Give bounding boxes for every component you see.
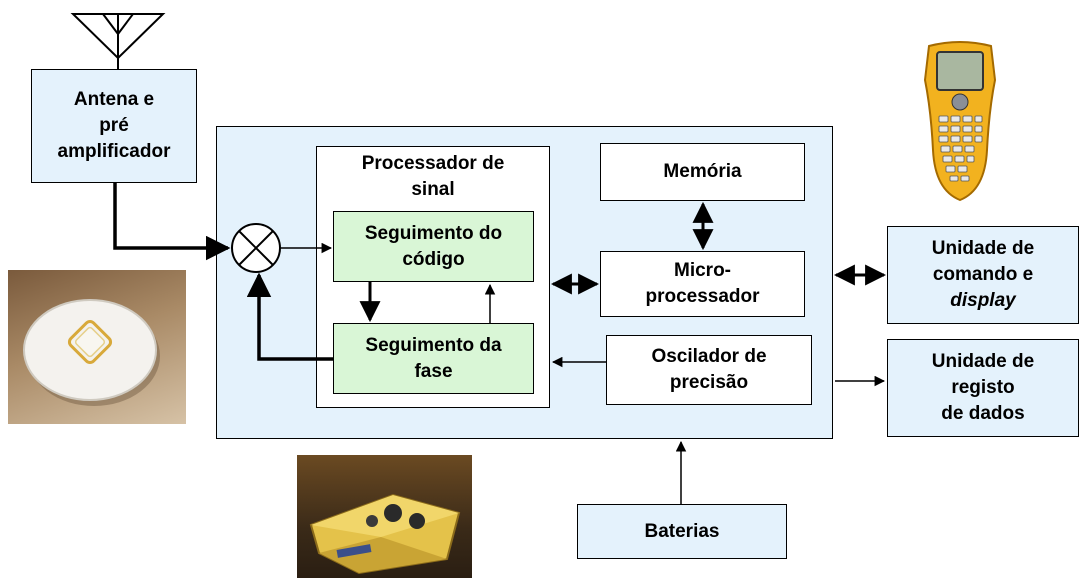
code-tracking-line-2: código: [402, 248, 465, 270]
oscillator-line-1: Oscilador de: [651, 346, 767, 367]
memory-label: Memória: [663, 161, 742, 182]
phase-tracking-line-2: fase: [414, 360, 453, 382]
antenna-line-3: amplificador: [57, 141, 171, 162]
phase-tracking-block: Seguimento da fase: [333, 323, 534, 394]
data-logger-line-1: Unidade de: [931, 351, 1035, 372]
handheld-controller-photo: [919, 40, 1001, 206]
processor-title-line-1: Processador de: [361, 153, 505, 174]
control-unit-line-1: Unidade de: [931, 238, 1035, 259]
processor-title-line-2: sinal: [411, 179, 455, 200]
microprocessor-line-2: processador: [645, 286, 760, 307]
microprocessor-line-1: Micro-: [674, 260, 731, 281]
data-logger-line-3: de dados: [941, 403, 1025, 424]
memory-block: Memória: [600, 143, 805, 201]
phase-feedback-arrow: [246, 272, 333, 361]
receiver-unit-photo: [297, 455, 472, 578]
antenna-line-1: Antena e: [73, 89, 155, 110]
oscillator-block: Oscilador de precisão: [606, 335, 812, 405]
batteries-label: Baterias: [644, 520, 720, 542]
phase-tracking-line-1: Seguimento da: [365, 334, 502, 356]
code-tracking-block: Seguimento do código: [333, 211, 534, 282]
control-unit-line-3: display: [950, 290, 1016, 311]
oscillator-line-2: precisão: [669, 372, 749, 393]
antenna-symbol-icon: [70, 13, 166, 69]
data-logger-block: Unidade de registo de dados: [887, 339, 1079, 437]
control-unit-line-2: comando e: [932, 264, 1034, 285]
antenna-disc-photo: [8, 270, 186, 424]
control-display-unit-block: Unidade de comando e display: [887, 226, 1079, 324]
batteries-block: Baterias: [577, 504, 787, 559]
antenna-to-mixer-line: [113, 183, 231, 261]
antenna-preamplifier-block: Antena e pré amplificador: [31, 69, 197, 183]
code-tracking-line-1: Seguimento do: [364, 222, 503, 244]
microprocessor-block: Micro- processador: [600, 251, 805, 317]
mixer-icon: [231, 223, 281, 273]
data-logger-line-2: registo: [951, 377, 1015, 398]
antenna-line-2: pré: [99, 115, 129, 136]
